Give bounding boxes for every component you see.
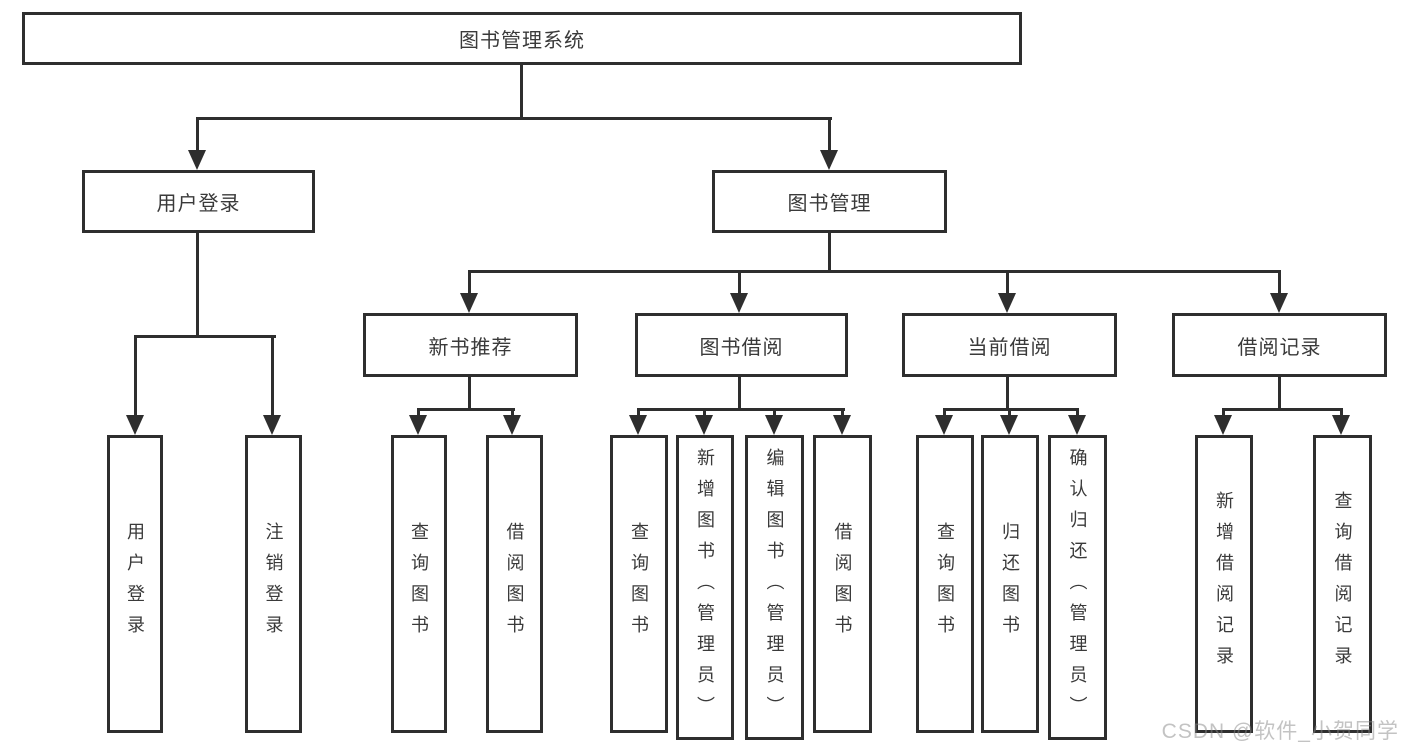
node-root-label: 图书管理系统 bbox=[459, 30, 585, 52]
watermark: CSDN @软件_小贺同学 bbox=[1161, 720, 1399, 743]
connector-to-new-book-rec bbox=[468, 270, 471, 297]
connector-split-level2 bbox=[196, 117, 832, 120]
connector-split-borrow-records bbox=[1222, 408, 1343, 411]
node-logout: 注销登录 bbox=[245, 435, 302, 733]
node-rec-query: 查询图书 bbox=[391, 435, 447, 733]
arrowhead-user-login-leaf bbox=[126, 415, 144, 435]
connector-to-bb-edit bbox=[773, 408, 776, 420]
node-new-book-rec-label: 新书推荐 bbox=[428, 336, 513, 359]
node-rec-borrow-label: 借阅图书 bbox=[504, 522, 525, 646]
node-user-login-label: 用户登录 bbox=[156, 193, 241, 215]
connector-split-current-borrow bbox=[943, 408, 1079, 411]
node-borrow-records-label: 借阅记录 bbox=[1237, 336, 1322, 359]
arrowhead-cb-return bbox=[1000, 415, 1018, 435]
arrowhead-user-login bbox=[188, 150, 206, 170]
arrowhead-rec-query bbox=[409, 415, 427, 435]
connector-to-cb-confirm bbox=[1076, 408, 1079, 420]
node-bb-query: 查询图书 bbox=[610, 435, 668, 733]
node-user-login-leaf: 用户登录 bbox=[107, 435, 163, 733]
connector-to-user-login-leaf bbox=[134, 335, 137, 417]
arrowhead-bb-query bbox=[629, 415, 647, 435]
node-logout-label: 注销登录 bbox=[263, 522, 284, 646]
node-current-borrow-label: 当前借阅 bbox=[967, 336, 1052, 359]
node-user-login: 用户登录 bbox=[82, 170, 315, 233]
connector-split-new-book-rec bbox=[417, 408, 515, 411]
node-cb-query-label: 查询图书 bbox=[935, 522, 955, 646]
connector-to-bb-query bbox=[637, 408, 640, 420]
connector-split-level3 bbox=[468, 270, 1281, 273]
connector-user-login-trunk bbox=[196, 233, 199, 337]
node-cb-confirm: 确认归还（管理员） bbox=[1048, 435, 1107, 740]
connector-root-trunk bbox=[520, 65, 523, 120]
arrowhead-logout bbox=[263, 415, 281, 435]
connector-to-book-mgmt bbox=[828, 118, 831, 154]
arrowhead-book-borrow bbox=[730, 293, 748, 313]
node-cb-return: 归还图书 bbox=[981, 435, 1039, 733]
connector-split-book-borrow bbox=[637, 408, 845, 411]
node-book-borrow: 图书借阅 bbox=[635, 313, 848, 377]
connector-to-logout bbox=[271, 335, 274, 417]
arrowhead-bb-add bbox=[695, 415, 713, 435]
arrowhead-cb-confirm bbox=[1068, 415, 1086, 435]
node-borrow-records: 借阅记录 bbox=[1172, 313, 1387, 377]
node-br-query-label: 查询借阅记录 bbox=[1332, 491, 1353, 677]
arrowhead-bb-edit bbox=[765, 415, 783, 435]
connector-book-borrow-trunk bbox=[738, 377, 741, 411]
connector-to-bb-borrow bbox=[841, 408, 844, 420]
arrowhead-current-borrow bbox=[998, 293, 1016, 313]
node-br-add-label: 新增借阅记录 bbox=[1214, 491, 1234, 677]
arrowhead-rec-borrow bbox=[503, 415, 521, 435]
arrowhead-book-mgmt bbox=[820, 150, 838, 170]
node-cb-return-label: 归还图书 bbox=[1000, 522, 1020, 646]
node-cb-confirm-label: 确认归还（管理员） bbox=[1067, 448, 1088, 727]
node-cb-query: 查询图书 bbox=[916, 435, 974, 733]
connector-to-book-borrow bbox=[738, 270, 741, 297]
node-bb-add-label: 新增图书（管理员） bbox=[695, 448, 715, 727]
node-bb-borrow: 借阅图书 bbox=[813, 435, 872, 733]
connector-to-rec-borrow bbox=[511, 408, 514, 420]
connector-to-br-query bbox=[1340, 408, 1343, 420]
node-bb-borrow-label: 借阅图书 bbox=[832, 522, 853, 646]
arrowhead-bb-borrow bbox=[833, 415, 851, 435]
node-bb-query-label: 查询图书 bbox=[629, 522, 649, 646]
node-bb-edit: 编辑图书（管理员） bbox=[745, 435, 804, 740]
connector-borrow-records-trunk bbox=[1278, 377, 1281, 411]
connector-split-user-login bbox=[134, 335, 276, 338]
node-root: 图书管理系统 bbox=[22, 12, 1022, 65]
arrowhead-cb-query bbox=[935, 415, 953, 435]
node-rec-query-label: 查询图书 bbox=[409, 522, 429, 646]
connector-to-current-borrow bbox=[1006, 270, 1009, 297]
node-rec-borrow: 借阅图书 bbox=[486, 435, 543, 733]
node-bb-add: 新增图书（管理员） bbox=[676, 435, 734, 740]
connector-to-borrow-records bbox=[1278, 270, 1281, 297]
node-br-query: 查询借阅记录 bbox=[1313, 435, 1372, 733]
arrowhead-borrow-records bbox=[1270, 293, 1288, 313]
node-book-mgmt: 图书管理 bbox=[712, 170, 947, 233]
arrowhead-br-query bbox=[1332, 415, 1350, 435]
node-book-borrow-label: 图书借阅 bbox=[699, 336, 784, 359]
connector-to-bb-add bbox=[703, 408, 706, 420]
connector-book-mgmt-trunk bbox=[828, 233, 831, 272]
connector-to-cb-return bbox=[1008, 408, 1011, 420]
node-new-book-rec: 新书推荐 bbox=[363, 313, 578, 377]
arrowhead-br-add bbox=[1214, 415, 1232, 435]
node-bb-edit-label: 编辑图书（管理员） bbox=[764, 448, 785, 727]
connector-new-book-rec-trunk bbox=[468, 377, 471, 411]
connector-current-borrow-trunk bbox=[1006, 377, 1009, 411]
arrowhead-new-book-rec bbox=[460, 293, 478, 313]
connector-to-br-add bbox=[1222, 408, 1225, 420]
node-current-borrow: 当前借阅 bbox=[902, 313, 1117, 377]
connector-to-cb-query bbox=[943, 408, 946, 420]
node-br-add: 新增借阅记录 bbox=[1195, 435, 1253, 733]
connector-to-rec-query bbox=[417, 408, 420, 420]
node-book-mgmt-label: 图书管理 bbox=[787, 193, 872, 215]
node-user-login-leaf-label: 用户登录 bbox=[125, 522, 145, 646]
connector-to-user-login bbox=[196, 118, 199, 154]
